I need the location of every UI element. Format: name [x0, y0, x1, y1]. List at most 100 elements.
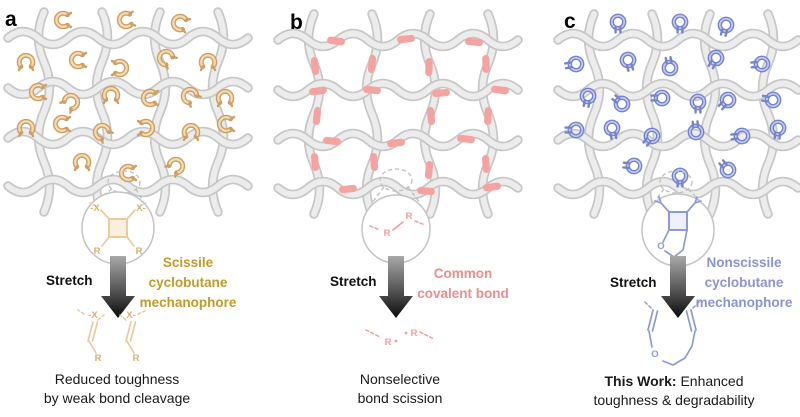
bond-segment-icon: [425, 57, 433, 77]
double-bonds: [647, 309, 697, 332]
mechanophore-label-a: Scissile cyclobutane mechanophore: [140, 253, 237, 313]
atom-label: R: [411, 328, 418, 339]
bonds: [100, 209, 136, 247]
magnifier-lens: [361, 194, 431, 264]
caption-b: Nonselective bond scission: [358, 370, 443, 408]
clamp-icon: [71, 53, 86, 67]
label-line: mechanophore: [139, 295, 237, 310]
cyclobutane-ring: [108, 218, 128, 238]
dashed-bonds: [369, 220, 426, 231]
clamp-icon: [201, 55, 215, 70]
atom-label: -X: [90, 203, 100, 214]
caption-line: bond scission: [357, 390, 443, 406]
network-c: [558, 14, 798, 214]
atom-label: O: [657, 241, 664, 252]
stretch-arrow-b: [379, 256, 413, 318]
stretch-label-b: Stretch: [330, 274, 377, 289]
covalent-bond-structure-b: R R: [369, 211, 426, 239]
panel-c-letter: c: [564, 10, 576, 33]
ring-mechanophore-icon: [612, 16, 624, 33]
mechanophore-label-c: Nonscissile cyclobutane mechanophore: [696, 253, 793, 313]
label-line: Common: [433, 266, 493, 281]
atom-label: R: [384, 228, 391, 239]
stretch-arrow-c: [661, 256, 695, 318]
clamp-icon: [218, 91, 232, 106]
dashed-bonds: [77, 309, 146, 321]
ring-mechanophore-icon: [620, 52, 636, 71]
clamp-icon: [171, 14, 190, 32]
this-work-emphasis: This Work:: [604, 373, 677, 389]
label-line: Scissile: [162, 255, 214, 270]
ring-mechanophore-icon: [565, 57, 584, 72]
magnifier-c: O: [641, 170, 715, 267]
bond-segment-icon: [481, 154, 491, 174]
cleaved-product-a: -X X- R R: [77, 309, 146, 364]
radical-dot: [404, 331, 408, 335]
alkene-right: [125, 321, 137, 354]
caption-a: Reduced toughness by weak bond cleavage: [44, 370, 190, 408]
bond-segment-icon: [482, 54, 490, 74]
atom-label: R: [406, 211, 413, 222]
cyclobutane-ring: [668, 211, 688, 231]
label-line: cyclobutane: [148, 275, 228, 290]
attachment-bonds: [654, 196, 702, 213]
clamp-icon: [112, 61, 127, 75]
atom-label: R: [136, 246, 143, 257]
dashed-bonds: [89, 202, 147, 207]
clamp-icon: [118, 12, 135, 28]
clamp-icon: [19, 55, 33, 70]
ring-mechanophore-icon: [751, 57, 769, 71]
stretch-label-c: Stretch: [610, 275, 657, 290]
label-line: covalent bond: [417, 286, 509, 301]
atom-label: R: [133, 353, 140, 364]
bond: [392, 221, 404, 231]
caption-line: toughness & degradability: [593, 392, 755, 408]
covalent-bond-segments: [308, 34, 510, 196]
panel-a-letter: a: [5, 8, 17, 31]
clamp-icon: [75, 155, 89, 170]
network-b: [278, 14, 518, 214]
magnifier-lines: [371, 186, 421, 204]
magnifier-ellipse: [659, 170, 693, 194]
cyclobutane-structure-c: O: [654, 196, 702, 258]
stretch-arrow-a: [101, 256, 135, 318]
atom-label: X-: [136, 203, 146, 214]
magnifier-lines: [91, 188, 145, 204]
ring-mechanophore-icon: [652, 92, 669, 104]
ring-mechanophore-icon: [717, 158, 737, 179]
caption-c: This Work: Enhanced toughness & degradab…: [593, 372, 754, 410]
magnifier-a: -X X- R R: [81, 170, 155, 265]
dashed-bonds: [643, 300, 701, 309]
atom-label: R: [385, 337, 392, 348]
clamp-icon: [55, 117, 70, 131]
atom-label: R: [95, 353, 102, 364]
dashed-bonds: [365, 329, 435, 340]
panel-b-letter: b: [290, 11, 303, 34]
ring-mechanophore-icon: [674, 16, 686, 33]
stretch-label-a: Stretch: [46, 273, 93, 288]
cyclobutane-structure-a: -X X- R R: [89, 202, 147, 257]
bond-segment-icon: [310, 56, 320, 76]
ring-opened-product-c: O: [643, 300, 701, 366]
clamp-icon: [104, 88, 118, 103]
caption-text: Enhanced: [676, 373, 744, 389]
atom-label: -X: [88, 310, 98, 321]
label-line: Nonscissile: [706, 255, 782, 270]
atom-label: X-: [126, 310, 136, 321]
ring-mechanophore-icon: [623, 159, 641, 173]
chain: [648, 330, 696, 366]
label-line: cyclobutane: [704, 275, 784, 290]
radical-dot: [394, 339, 398, 343]
magnifier-b: R R: [361, 168, 431, 264]
caption-line: Nonselective: [359, 371, 441, 387]
caption-line: This Work: Enhanced: [593, 372, 754, 391]
ring-mechanophore-icon: [717, 17, 733, 36]
label-line: mechanophore: [695, 295, 793, 310]
magnifier-ellipse: [379, 168, 413, 192]
covalent-bond-label-b: Common covalent bond: [417, 264, 509, 304]
caption-line: by weak bond cleavage: [43, 390, 191, 406]
bond-segment-icon: [483, 106, 493, 126]
bond-segment-icon: [367, 54, 377, 74]
